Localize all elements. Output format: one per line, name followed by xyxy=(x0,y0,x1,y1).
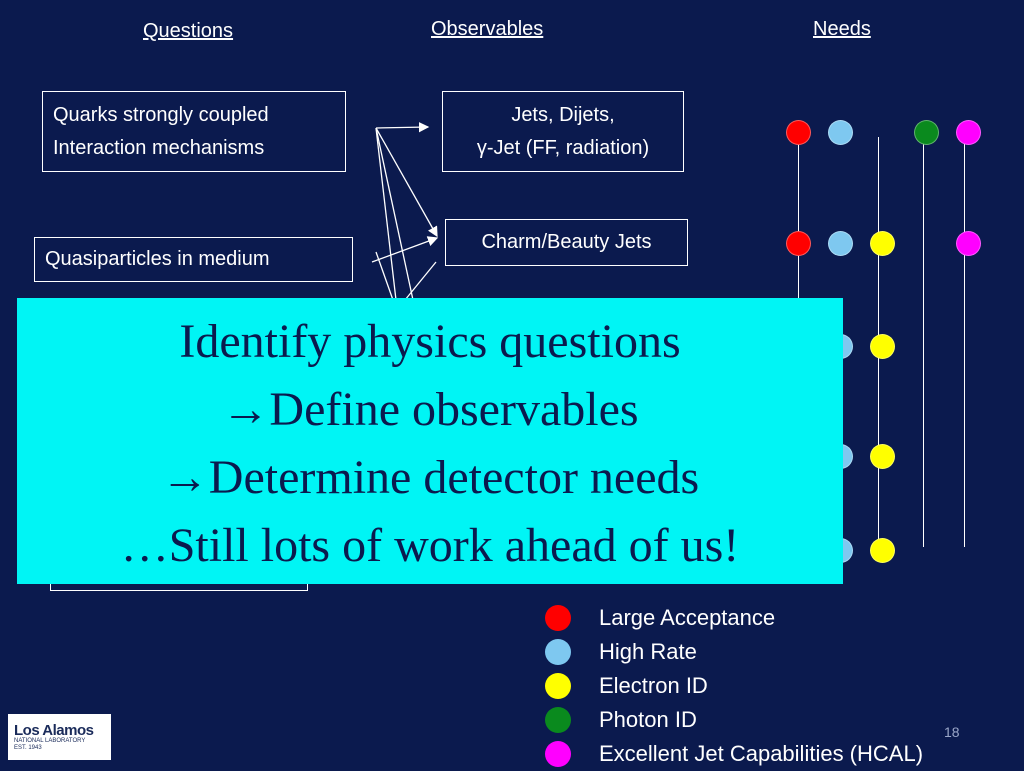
legend-label: Large Acceptance xyxy=(599,605,776,630)
observable-line: Jets, Dijets, xyxy=(511,104,615,126)
arrow xyxy=(371,236,439,263)
magenta-dot-icon xyxy=(545,741,571,767)
arrow xyxy=(375,121,430,133)
legend-item: High Rate xyxy=(545,635,697,669)
needs-line xyxy=(923,132,924,547)
legend-label: Photon ID xyxy=(599,707,697,732)
question-box-quasiparticles: Quasiparticles in medium xyxy=(34,237,353,282)
needs-line xyxy=(798,132,799,302)
callout-line-4: …Still lots of work ahead of us! xyxy=(120,519,740,572)
arrow xyxy=(404,261,437,301)
arrow xyxy=(375,127,397,301)
questions-header: Questions xyxy=(143,20,234,42)
need-high-rate-dot xyxy=(828,120,853,145)
observable-line: γ-Jet (FF, radiation) xyxy=(476,137,650,159)
need-electron-id-dot xyxy=(870,231,895,256)
legend-label: Electron ID xyxy=(599,673,708,698)
arrow xyxy=(375,127,438,238)
page-number: 18 xyxy=(944,724,960,740)
legend-label: Excellent Jet Capabilities (HCAL) xyxy=(599,741,924,766)
needs-header: Needs xyxy=(813,18,871,40)
need-jet-hcal-dot xyxy=(956,120,981,145)
observables-header: Observables xyxy=(431,18,544,40)
observable-box-charm: Charm/Beauty Jets xyxy=(445,219,688,266)
callout-line-3: →Determine detector needs xyxy=(17,444,843,512)
logo-est: EST. 1943 xyxy=(14,744,42,751)
need-high-rate-dot xyxy=(828,231,853,256)
arrow xyxy=(375,251,394,301)
observable-line: Charm/Beauty Jets xyxy=(481,231,652,253)
need-electron-id-dot xyxy=(870,334,895,359)
legend-item: Excellent Jet Capabilities (HCAL) xyxy=(545,737,923,771)
legend-item: Large Acceptance xyxy=(545,601,775,635)
question-box-quarks: Quarks strongly coupled Interaction mech… xyxy=(42,91,346,172)
need-large-acceptance-dot xyxy=(786,120,811,145)
legend-item: Electron ID xyxy=(545,669,708,703)
need-electron-id-dot xyxy=(870,538,895,563)
lightblue-dot-icon xyxy=(545,639,571,665)
logo-sub: NATIONAL LABORATORY xyxy=(14,737,86,744)
arrow-icon: → xyxy=(160,451,209,504)
logo-name: Los Alamos xyxy=(14,721,94,739)
callout-line-2: →Define observables xyxy=(17,376,843,444)
observable-box-jets: Jets, Dijets, γ-Jet (FF, radiation) xyxy=(442,91,684,172)
red-dot-icon xyxy=(545,605,571,631)
arrow xyxy=(375,127,414,301)
question-line: Interaction mechanisms xyxy=(53,137,265,159)
los-alamos-logo: Los Alamos NATIONAL LABORATORY EST. 1943 xyxy=(8,714,111,760)
need-jet-hcal-dot xyxy=(956,231,981,256)
need-electron-id-dot xyxy=(870,444,895,469)
arrow-icon: → xyxy=(221,383,270,436)
summary-callout: Identify physics questions →Define obser… xyxy=(17,298,843,584)
callout-line-1: Identify physics questions xyxy=(179,315,681,368)
green-dot-icon xyxy=(545,707,571,733)
needs-line xyxy=(964,132,965,547)
callout-text: Define observables xyxy=(269,383,639,436)
need-large-acceptance-dot xyxy=(786,231,811,256)
question-line: Quarks strongly coupled xyxy=(53,104,269,126)
callout-text: Determine detector needs xyxy=(208,451,700,504)
need-photon-id-dot xyxy=(914,120,939,145)
question-line: Quasiparticles in medium xyxy=(45,248,270,270)
yellow-dot-icon xyxy=(545,673,571,699)
legend-item: Photon ID xyxy=(545,703,697,737)
legend-label: High Rate xyxy=(599,639,697,664)
